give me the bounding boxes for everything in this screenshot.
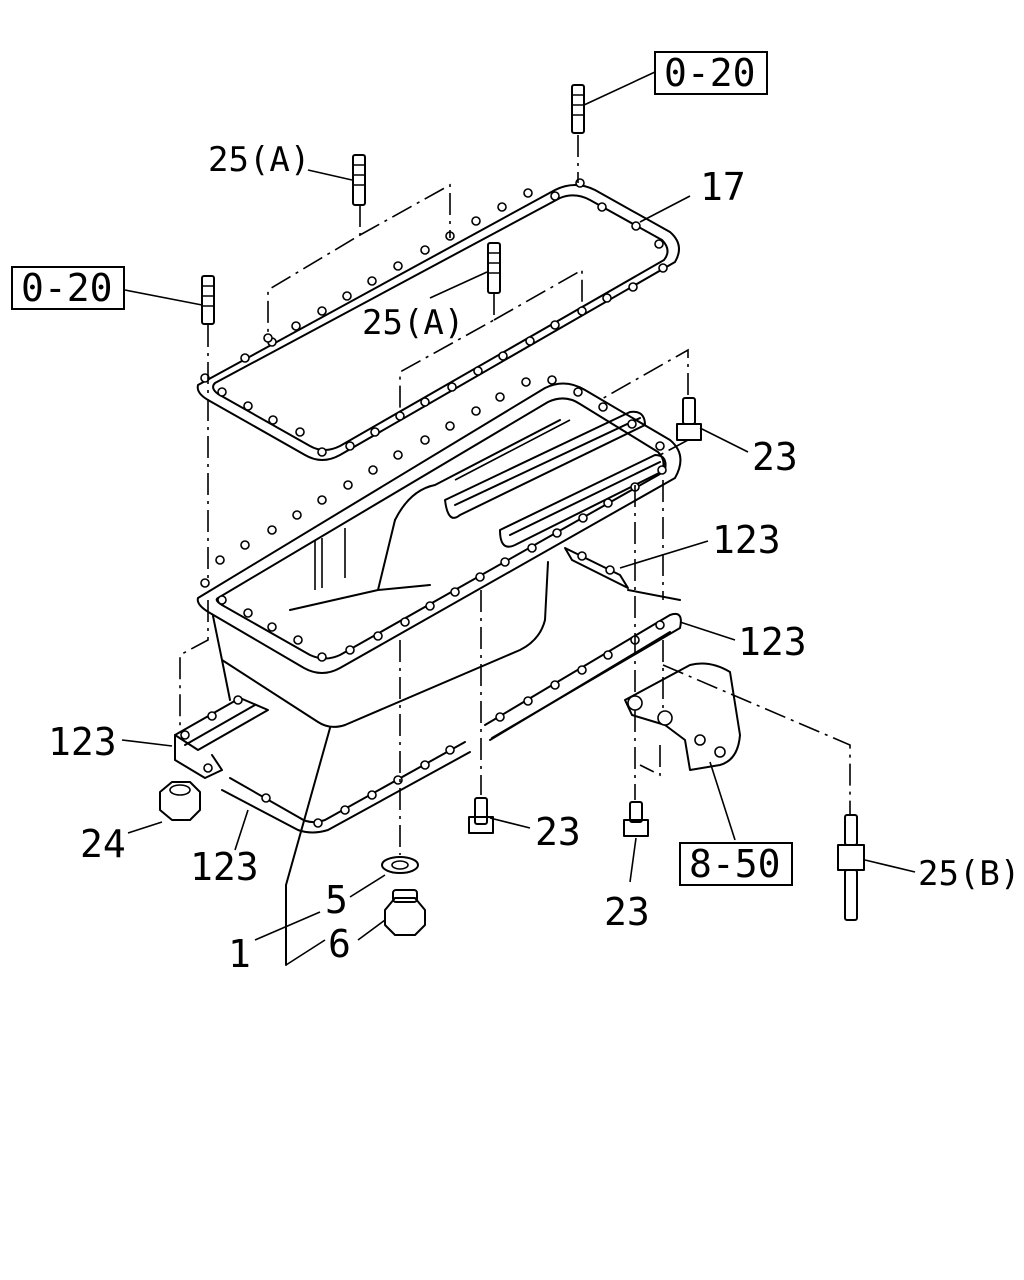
stud-25b xyxy=(837,814,865,921)
bolt-23-center xyxy=(468,797,494,834)
ref-label-left: 0-20 xyxy=(21,266,113,310)
oil-pan xyxy=(196,375,682,966)
label-bolt-23-bracket: 23 xyxy=(604,890,650,934)
ref-box-left: 0-20 xyxy=(11,266,125,310)
lower-seal-holes xyxy=(180,551,665,828)
bolt-23-bracket xyxy=(623,801,649,837)
stud-25a-mid xyxy=(487,242,501,294)
label-nut-24: 24 xyxy=(80,822,126,866)
ref-box-top-right: 0-20 xyxy=(654,51,768,95)
ref-label-top-right: 0-20 xyxy=(664,51,756,95)
upper-gasket-holes xyxy=(200,178,668,457)
leader-lines xyxy=(121,71,916,966)
bolt-23-right xyxy=(676,397,702,441)
assembly-centerlines xyxy=(179,135,851,855)
drain-plug-6 xyxy=(384,889,426,936)
stud-25a-upper xyxy=(352,154,366,206)
stud-top-right xyxy=(571,84,585,134)
stud-left xyxy=(201,275,215,325)
label-seal-123-left: 123 xyxy=(48,720,117,764)
label-oil-pan-1: 1 xyxy=(228,932,251,976)
nut-24 xyxy=(159,781,201,821)
label-seal-123-bottom: 123 xyxy=(190,845,259,889)
label-washer-5: 5 xyxy=(325,878,348,922)
oil-pan-flange-holes xyxy=(200,375,667,662)
label-bolt-23-right: 23 xyxy=(752,435,798,479)
label-stud-25b: 25(B) xyxy=(918,854,1020,894)
washer-5 xyxy=(381,856,419,874)
bracket xyxy=(624,662,741,771)
ref-box-bracket: 8-50 xyxy=(679,842,793,886)
label-stud-25a-mid: 25(A) xyxy=(362,303,464,343)
label-drain-plug-6: 6 xyxy=(328,922,351,966)
label-seal-123-right-lower: 123 xyxy=(738,620,807,664)
lower-seal-strips xyxy=(174,547,682,834)
label-stud-25a-upper: 25(A) xyxy=(208,140,310,180)
label-seal-123-right-upper: 123 xyxy=(712,518,781,562)
label-bolt-23-center: 23 xyxy=(535,810,581,854)
upper-gasket xyxy=(196,178,680,461)
ref-label-bracket: 8-50 xyxy=(689,842,781,886)
label-gasket-17: 17 xyxy=(700,165,746,209)
